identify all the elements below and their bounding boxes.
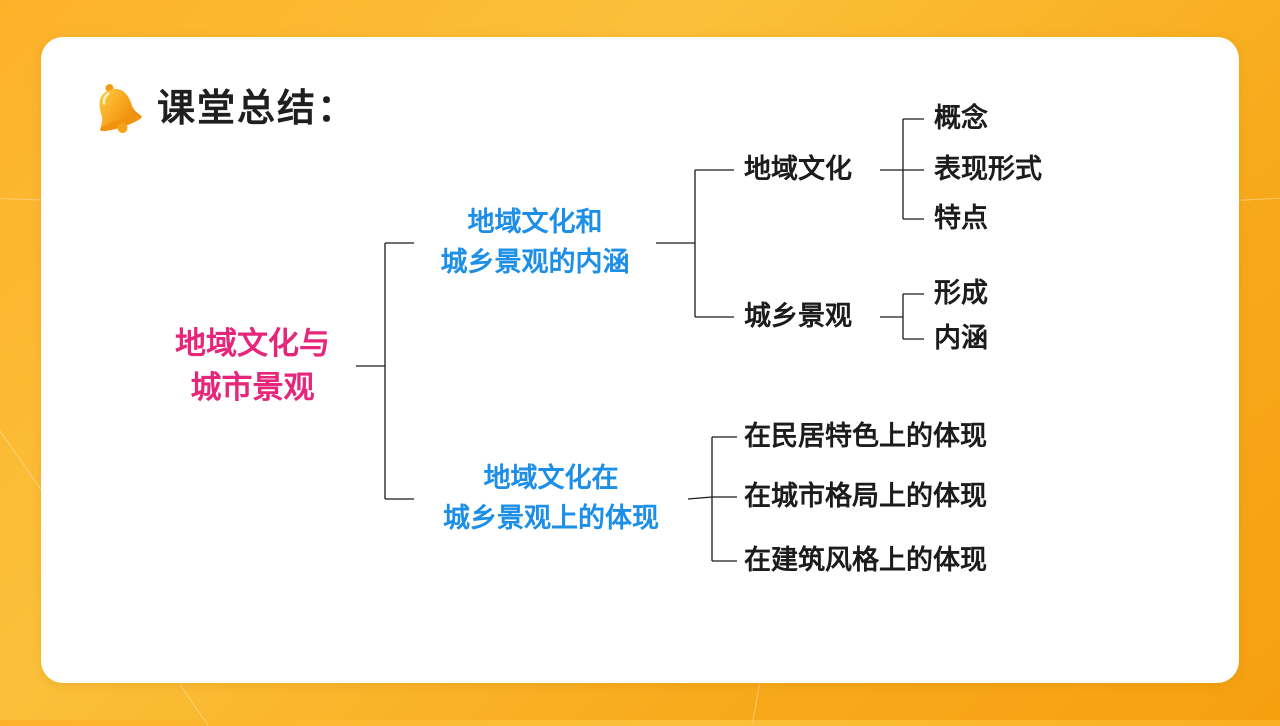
- root-line-2: 城市景观: [190, 370, 315, 406]
- branch-2-line-1: 地域文化在: [483, 463, 619, 494]
- background-decoration: [1235, 197, 1280, 201]
- leaf-node: 形成: [934, 278, 988, 309]
- leaf-node: 在城市格局上的体现: [744, 481, 987, 512]
- sub-node-urban-rural-landscape: 城乡景观: [744, 301, 852, 332]
- background-decoration: [179, 684, 209, 726]
- leaf-node: 概念: [934, 103, 988, 134]
- leaf-node: 在民居特色上的体现: [744, 421, 987, 452]
- background-decoration: [0, 430, 46, 497]
- bell-icon: [99, 84, 142, 133]
- background-decoration: [752, 683, 760, 724]
- branch-node-connotation: 地域文化和 城乡景观的内涵: [414, 203, 656, 283]
- root-line-1: 地域文化与: [175, 326, 330, 362]
- branch-2-line-2: 城乡景观上的体现: [443, 503, 659, 534]
- page-title: 课堂总结：: [157, 86, 358, 130]
- leaf-node: 特点: [934, 203, 988, 234]
- sub-node-regional-culture: 地域文化: [744, 154, 852, 185]
- leaf-node: 在建筑风格上的体现: [744, 545, 987, 576]
- branch-1-line-1: 地域文化和: [467, 207, 603, 238]
- branch-1-line-2: 城乡景观的内涵: [440, 247, 630, 278]
- leaf-node: 表现形式: [934, 154, 1042, 185]
- branch-node-manifestation: 地域文化在 城乡景观上的体现: [414, 459, 688, 539]
- diagram-root-node: 地域文化与 城市景观: [150, 322, 355, 410]
- content-card: [41, 37, 1239, 683]
- leaf-node: 内涵: [934, 323, 988, 354]
